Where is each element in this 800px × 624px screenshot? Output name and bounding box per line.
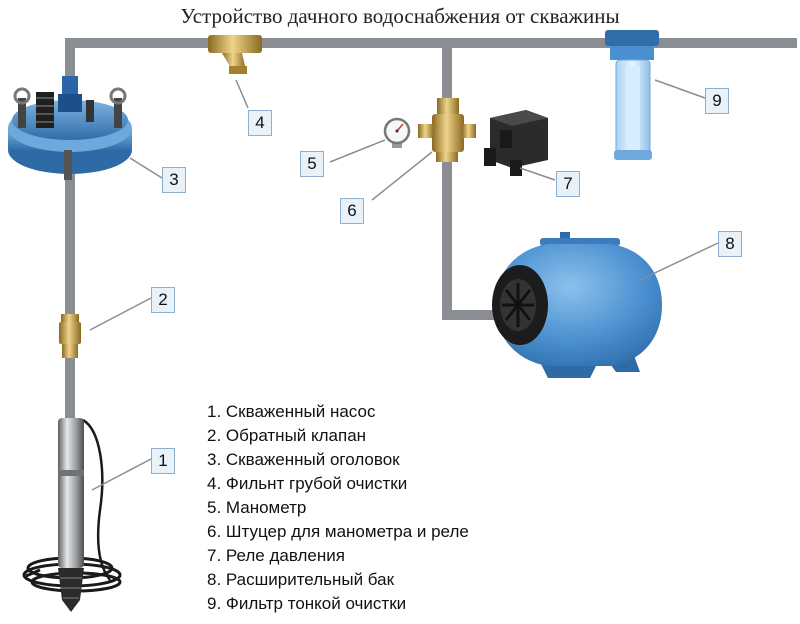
callout-1: 1: [151, 448, 175, 474]
coarse-filter: [208, 35, 262, 74]
leader-line-7: [519, 167, 556, 181]
leader-line-5: [329, 139, 386, 163]
callout-6: 6: [340, 198, 364, 224]
callout-7: 7: [556, 171, 580, 197]
callout-3: 3: [162, 167, 186, 193]
five-way-fitting: [418, 98, 476, 162]
callout-8: 8: [718, 231, 742, 257]
leader-lines: [89, 79, 719, 491]
pressure-gauge: [383, 117, 411, 148]
legend-item-check-valve: 2. Обратный клапан: [207, 426, 367, 445]
pipes: [65, 38, 797, 425]
callout-4: 4: [248, 110, 272, 136]
callout-2: 2: [151, 287, 175, 313]
legend-item-expansion-tank: 8. Расширительный бак: [207, 570, 395, 589]
leader-line-9: [654, 79, 706, 99]
submersible-pump: [22, 418, 122, 612]
leader-line-1: [91, 458, 152, 491]
wellhead: [8, 76, 132, 180]
callout-9: 9: [705, 88, 729, 114]
legend-item-coarse-filter: 4. Фильнт грубой очистки: [207, 474, 408, 493]
check-valve: [59, 314, 81, 358]
fine-filter: [605, 30, 659, 160]
legend-item-fitting: 6. Штуцер для манометра и реле: [207, 522, 469, 541]
leader-line-6: [371, 151, 433, 201]
legend-item-wellhead: 3. Скваженный оголовок: [207, 450, 400, 469]
legend-item-submersible-pump: 1. Скваженный насос: [207, 402, 376, 421]
expansion-tank: [492, 232, 662, 378]
leader-line-4: [235, 79, 249, 109]
pressure-switch: [484, 110, 548, 176]
callout-5: 5: [300, 151, 324, 177]
legend-item-pressure-switch: 7. Реле давления: [207, 546, 345, 565]
legend-list: 1. Скваженный насос 2. Обратный клапан 3…: [207, 400, 469, 616]
leader-line-8: [639, 242, 719, 281]
legend-item-fine-filter: 9. Фильтр тонкой очистки: [207, 594, 407, 613]
tank-connection-pipe: [442, 155, 505, 320]
leader-line-3: [129, 157, 163, 179]
leader-line-2: [89, 297, 152, 331]
diagram-title: Устройство дачного водоснабжения от сква…: [180, 4, 620, 28]
legend-item-pressure-gauge: 5. Манометр: [207, 498, 307, 517]
